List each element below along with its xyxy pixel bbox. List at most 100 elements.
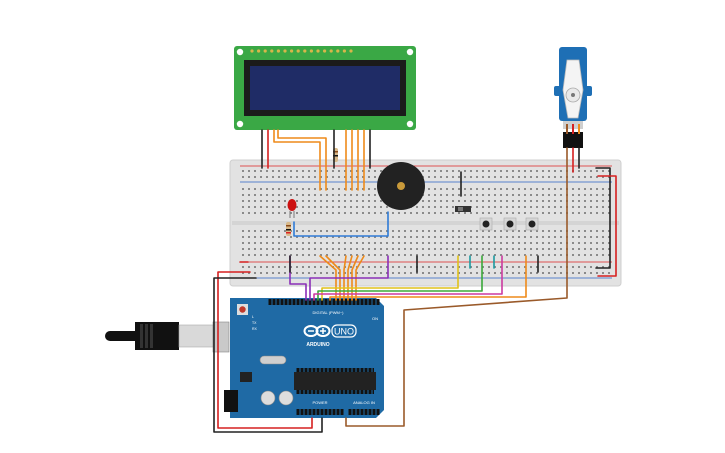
rail-top-holes [240,168,612,180]
lcd-pin [336,49,340,53]
lcd-mount-hole [406,48,414,56]
atmega-chip [294,372,376,390]
buzzer-center [397,182,405,190]
chip-pins-bottom [296,390,374,394]
wire-orange-button3[interactable] [329,255,527,301]
arduino-logo [303,325,331,337]
analog-header [348,409,380,415]
usb-port [212,321,230,353]
push-button-1[interactable] [479,217,493,231]
terminal-strip-bottom [240,228,612,258]
usb-cable[interactable] [105,322,214,350]
lcd-pin [276,49,280,53]
resistor-band [333,151,338,153]
push-button-3[interactable] [525,217,539,231]
wire-5v[interactable] [217,271,313,429]
l-label: L [252,315,254,319]
wire-lcd-rs[interactable] [273,129,321,191]
capacitor [278,390,294,406]
resistor-band [286,229,291,231]
slide-switch[interactable] [455,206,471,212]
crystal-oscillator [259,355,287,365]
on-label: ON [372,316,378,321]
voltage-regulator [240,372,252,382]
resistor-led[interactable] [286,222,291,236]
wire-orange-5[interactable] [351,255,359,301]
lcd-mount-hole [236,120,244,128]
wire-brown-servo-signal[interactable] [345,147,568,427]
lcd-pin [316,49,320,53]
tx-label: TX [252,321,257,325]
wire-orange-1[interactable] [319,255,337,301]
button-cap [506,220,514,228]
usb-plug-grip [145,324,148,348]
digital-header [268,299,380,305]
wire-green-button1[interactable] [317,255,483,301]
lcd-pin [283,49,287,53]
power-header [296,409,344,415]
servo-motor[interactable] [554,47,592,148]
wire-rail-bridge-vcc[interactable] [597,175,617,277]
wire-orange-2[interactable] [325,255,341,301]
breadboard[interactable] [229,159,622,287]
led-dome [287,199,297,211]
button-cap [528,220,536,228]
lcd-pin [349,49,353,53]
power-label: POWER [312,400,327,405]
wire-orange-3[interactable] [343,255,347,301]
wire-rail-bridge-gnd[interactable] [595,167,611,269]
arduino-brand-label: ARDUINO [306,342,329,348]
lcd-pin [303,49,307,53]
wire-lcd-en[interactable] [277,129,327,191]
usb-connector-metal [178,324,214,348]
wire-orange-4[interactable] [347,255,353,301]
lcd-pin-header [250,49,353,53]
wire-magenta-button2[interactable] [313,255,503,301]
piezo-buzzer[interactable] [377,162,425,210]
lcd-pin [329,49,333,53]
rx-label: RX [252,327,258,331]
wire-blue-jumper[interactable] [293,211,389,237]
push-button-2[interactable] [503,217,517,231]
lcd-pin [257,49,261,53]
resistor-band [286,232,291,234]
servo-connector [563,132,583,148]
wires [213,129,617,433]
analog-label: ANALOG IN [353,400,375,405]
servo-shaft-center [571,93,575,97]
wire-orange-6[interactable] [355,255,365,301]
terminal-strip-top [240,188,612,218]
lcd-pin [290,49,294,53]
usb-plug-grip [150,324,153,348]
switch-knob [458,207,463,211]
digital-label: DIGITAL (PWM~) [313,310,345,315]
lcd-pin [342,49,346,53]
chip-pins-top [296,368,374,372]
usb-plug-grip [140,324,143,348]
lcd-pin [323,49,327,53]
lcd-display[interactable] [234,46,416,130]
uno-badge [331,324,357,338]
capacitor [260,390,276,406]
lcd-pin [296,49,300,53]
breadboard-center-channel [232,221,619,225]
red-led[interactable] [287,199,297,218]
lcd-mount-hole [236,48,244,56]
resistor-band [333,155,338,157]
lcd-pin [250,49,254,53]
resistor-band [286,225,291,227]
lcd-pin [309,49,313,53]
lcd-mount-hole [406,120,414,128]
wire-purple-buzzer[interactable] [309,255,389,301]
button-cap [482,220,490,228]
wire-gnd[interactable] [213,277,323,433]
uno-label: UNO [334,327,354,337]
arduino-uno[interactable]: UNO ARDUINO DIGITAL (PWM~) POWER ANALOG … [212,298,384,418]
lcd-pin [263,49,267,53]
reset-button[interactable] [239,306,246,313]
rail-bottom-holes [240,264,612,276]
lcd-pin [270,49,274,53]
lcd-screen [250,66,400,110]
power-jack [224,390,238,412]
